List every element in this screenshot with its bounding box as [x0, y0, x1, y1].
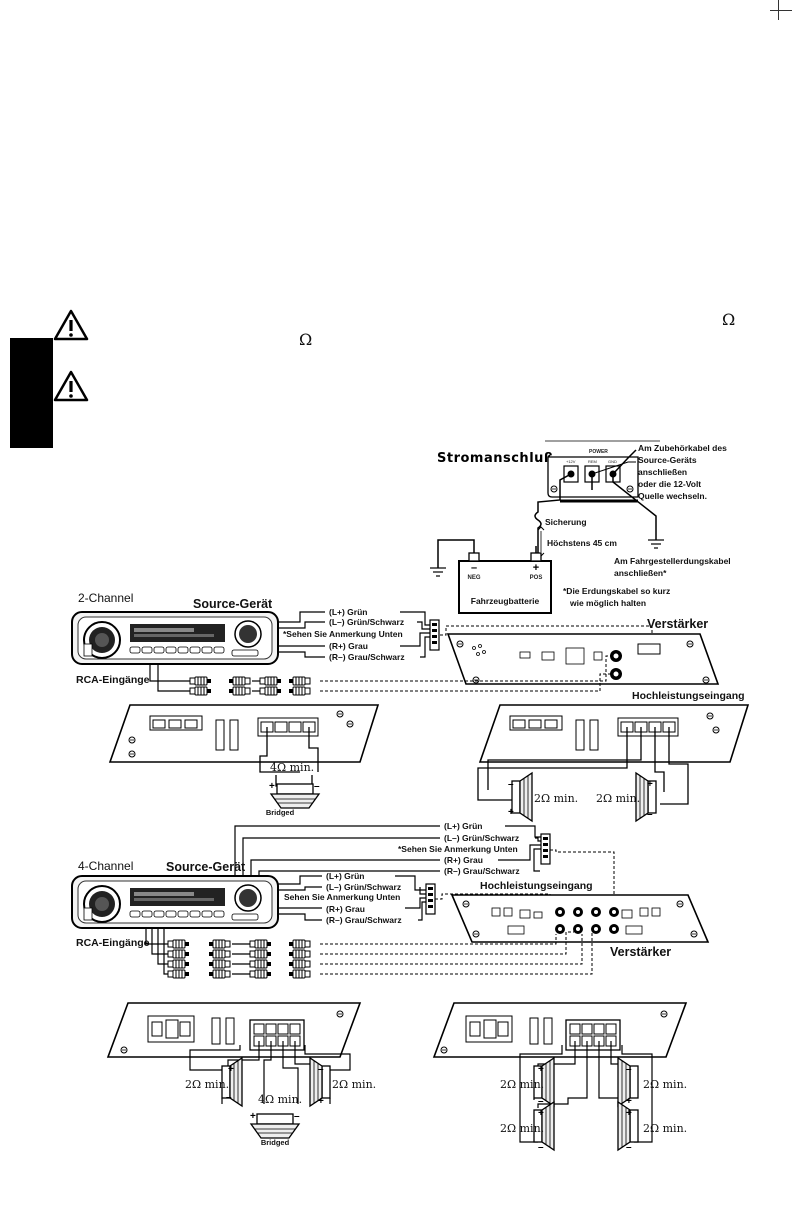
warning-icon [53, 370, 89, 402]
svg-text:–: – [226, 1092, 232, 1103]
footnote-2: wie möglich halten [569, 598, 646, 608]
speaker-wire-connector-a [540, 833, 551, 865]
4ch-left-ohm-b: 2Ω min. [332, 1078, 376, 1091]
4ch-bridged-label: Bridged [261, 1138, 290, 1147]
svg-text:+: + [508, 807, 514, 818]
wire-a-r-plus: (R+) Grau [444, 855, 483, 865]
wire-l-minus: (L–) Grün/Schwarz [329, 617, 404, 627]
svg-text:–: – [318, 1064, 324, 1075]
4ch-right-ohm-a: 2Ω min. [500, 1078, 544, 1091]
power-section: Stromanschluß POWER +12V REM GND [430, 440, 731, 614]
4ch-right-ohm-d: 2Ω min. [643, 1122, 687, 1135]
wire-b-r-plus: (R+) Grau [326, 904, 365, 914]
battery-neg-label: NEG [467, 575, 480, 581]
speaker-left [511, 772, 533, 822]
bridged-speaker [270, 783, 320, 809]
chassis-note-1: Am Fahrgestellerdungskabel [614, 556, 731, 566]
wire-a-r-minus: (R–) Grau/Schwarz [444, 866, 520, 876]
bridged-ohm-label: 4Ω min. [270, 761, 314, 774]
power-panel-label: POWER [589, 449, 608, 455]
4ch-right-ohm-b: 2Ω min. [643, 1078, 687, 1091]
source-head-unit [71, 611, 279, 665]
four-channel-rca-label: RCA-Eingänge [76, 937, 150, 949]
wire-r-minus: (R–) Grau/Schwarz [329, 652, 405, 662]
wire-b-l-plus: (L+) Grün [326, 871, 364, 881]
svg-text:–: – [294, 1111, 300, 1122]
four-channel-title: 4-Channel [78, 859, 133, 873]
wire-b-l-minus: (L–) Grün/Schwarz [326, 882, 401, 892]
svg-text:–: – [647, 809, 653, 820]
two-channel-rca-label: RCA-Eingänge [76, 674, 150, 686]
accessory-note-1: Am Zubehörkabel des [638, 443, 727, 453]
wire-a-note: *Sehen Sie Anmerkung Unten [398, 844, 518, 854]
wire-note: *Sehen Sie Anmerkung Unten [283, 629, 403, 639]
battery-neg-sign: – [471, 562, 477, 574]
battery-pos-label: POS [530, 575, 543, 581]
wire-b-note: Sehen Sie Anmerkung Unten [284, 892, 400, 902]
vehicle-battery [458, 560, 552, 614]
terminal-rem: REM [588, 459, 597, 464]
speaker-wire-connector [429, 619, 440, 651]
svg-text:–: – [626, 1064, 632, 1075]
4ch-right-ohm-c: 2Ω min. [500, 1122, 544, 1135]
svg-text:–: – [626, 1142, 632, 1153]
max-distance-label: Höchstens 45 cm [547, 538, 617, 548]
accessory-note-4: oder die 12-Volt [638, 479, 701, 489]
two-channel-hl-input-label: Hochleistungseingang [632, 690, 745, 702]
wire-a-l-minus: (L–) Grün/Schwarz [444, 833, 519, 843]
battery-pos-sign: + [533, 562, 539, 574]
omega-symbol: Ω [299, 330, 312, 349]
four-channel-source-label: Source-Gerät [166, 860, 246, 874]
accessory-note-5: Quelle wechseln. [638, 491, 707, 501]
4ch-bridged-ohm: 4Ω min. [258, 1093, 302, 1106]
accessory-note-2: Source-Geräts [638, 455, 697, 465]
bridged-label: Bridged [266, 808, 295, 817]
four-channel-hl-input-label: Hochleistungseingang [480, 880, 593, 892]
wire-l-plus: (L+) Grün [329, 607, 367, 617]
accessory-note-3: anschließen [638, 467, 687, 477]
stereo-left-ohm-label: 2Ω min. [534, 792, 578, 805]
two-channel-section: 2-Channel Source-Gerät (L+) Grün (L–) Gr… [71, 591, 750, 822]
svg-text:–: – [508, 779, 514, 790]
omega-symbol: Ω [722, 310, 735, 329]
power-title: Stromanschluß [437, 451, 554, 466]
language-side-tab [10, 338, 53, 448]
svg-text:+: + [626, 1096, 632, 1107]
two-channel-title: 2-Channel [78, 591, 133, 605]
svg-text:+: + [538, 1064, 544, 1075]
svg-text:+: + [269, 781, 275, 792]
two-channel-source-label: Source-Gerät [193, 597, 273, 611]
warning-icon [53, 309, 89, 341]
top-rule-h [770, 10, 792, 11]
4ch-left-ohm-a: 2Ω min. [185, 1078, 229, 1091]
source-head-unit-4ch [71, 875, 279, 929]
svg-text:+: + [250, 1111, 256, 1122]
four-channel-amp-label: Verstärker [610, 945, 671, 959]
stereo-right-ohm-label: 2Ω min. [596, 792, 640, 805]
speaker-4ch-bridged [250, 1113, 300, 1139]
terminal-12v: +12V [566, 459, 576, 464]
wire-a-l-plus: (L+) Grün [444, 821, 482, 831]
chassis-note-2: anschließen* [614, 568, 667, 578]
two-channel-amp-label: Verstärker [647, 617, 708, 631]
speaker-wire-connector-b [425, 883, 436, 915]
footnote-1: *Die Erdungskabel so kurz [563, 586, 670, 596]
svg-text:+: + [318, 1096, 324, 1107]
svg-text:–: – [314, 781, 320, 792]
four-channel-section: (L+) Grün (L–) Grün/Schwarz *Sehen Sie A… [71, 821, 710, 1153]
fuse-label: Sicherung [545, 517, 587, 527]
wire-b-r-minus: (R–) Grau/Schwarz [326, 915, 402, 925]
battery-label: Fahrzeugbatterie [471, 596, 540, 606]
svg-text:+: + [626, 1108, 632, 1119]
svg-text:+: + [647, 779, 653, 790]
svg-text:+: + [538, 1108, 544, 1119]
wire-r-plus: (R+) Grau [329, 641, 368, 651]
svg-text:–: – [538, 1096, 544, 1107]
terminal-gnd: GND [608, 459, 617, 464]
svg-text:–: – [538, 1142, 544, 1153]
svg-text:+: + [228, 1064, 234, 1075]
amplifier-4ch [450, 894, 710, 943]
